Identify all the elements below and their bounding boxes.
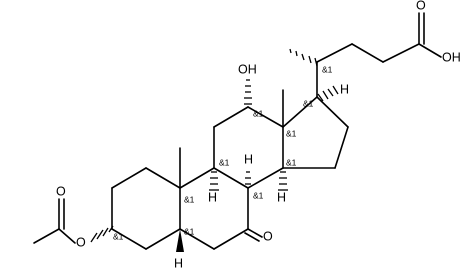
hydroxyl-label: OH xyxy=(238,62,257,76)
c3-oxygen-hash xyxy=(90,225,114,243)
stereo-c10: &1 xyxy=(184,194,195,204)
h-c9-label: H xyxy=(208,190,217,204)
c20-methyl-hash xyxy=(289,48,318,67)
stereo-c9: &1 xyxy=(219,157,230,167)
stereo-c20: &1 xyxy=(322,64,333,74)
stereo-c12: &1 xyxy=(253,108,264,118)
acetate xyxy=(33,198,114,244)
acetate-ester-o-label: O xyxy=(76,235,86,249)
h-c14-label: H xyxy=(277,190,286,204)
c8-h-hash xyxy=(245,171,251,185)
h-c17-label: H xyxy=(340,82,349,96)
ring-a xyxy=(111,147,181,250)
ketone-o-label: O xyxy=(263,229,273,243)
carboxyl-oh-label: OH xyxy=(442,50,461,64)
stereo-bonds xyxy=(176,79,339,252)
atom-labels: OH O OH O O O H H H H H xyxy=(56,0,461,270)
ring-d xyxy=(282,96,349,169)
stereo-c3: &1 xyxy=(113,231,124,241)
c5-h-wedge xyxy=(176,229,184,252)
c9-h-hash xyxy=(209,171,219,191)
carboxyl-o-label: O xyxy=(416,0,426,12)
ring-b xyxy=(179,167,263,250)
stereo-descriptors: &1 &1 &1 &1 &1 &1 &1 &1 &1 &1 xyxy=(113,64,333,241)
c14-h-hash xyxy=(278,171,288,191)
side-chain xyxy=(289,12,442,98)
h-c8-label: H xyxy=(244,152,253,166)
c12-oh-hash xyxy=(244,79,252,105)
ring-c xyxy=(213,89,284,189)
acetate-carbonyl-o-label: O xyxy=(56,184,66,198)
stereo-c5: &1 xyxy=(184,226,195,236)
stereo-c8: &1 xyxy=(253,190,264,200)
stereo-c14: &1 xyxy=(286,157,297,167)
h-c5-label: H xyxy=(174,256,183,270)
c17-h-hash xyxy=(317,85,339,102)
stereo-c17: &1 xyxy=(303,98,314,108)
stereo-c13: &1 xyxy=(286,128,297,138)
